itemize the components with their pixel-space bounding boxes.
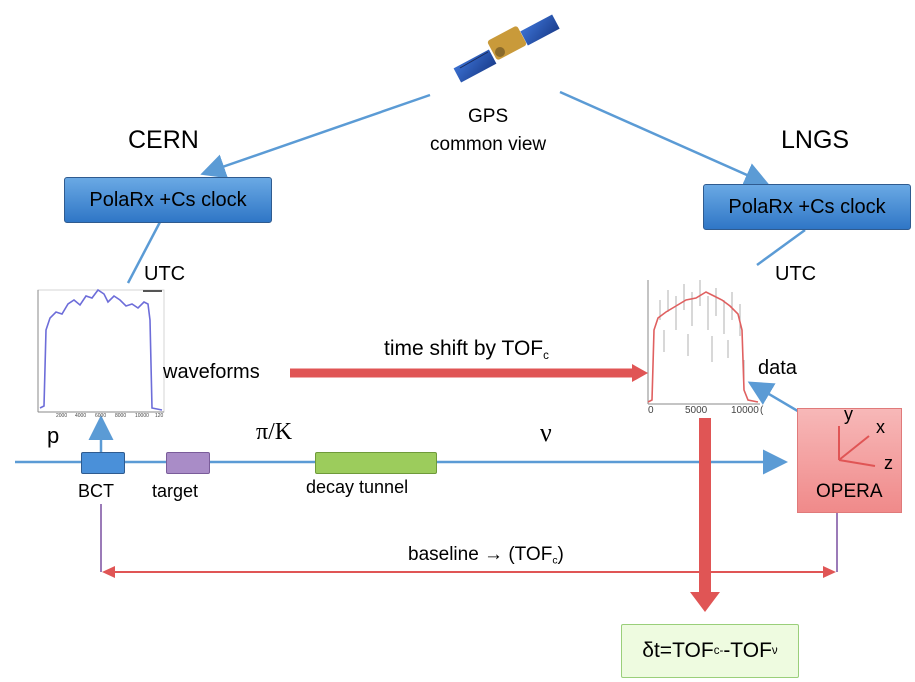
lngs-tick: 10000 (731, 405, 759, 416)
satellite-icon (453, 14, 560, 83)
opera-detector-box (797, 408, 902, 513)
data-label: data (758, 357, 797, 379)
cern-tick: 4000 (75, 413, 87, 419)
gps-common-view-label: common view (430, 134, 547, 155)
baseline-label: baseline → (TOFc) (408, 544, 564, 567)
lngs-tick: ( (760, 405, 764, 416)
gps-to-cern-arrow (200, 93, 431, 179)
lngs-clock-label: PolaRx +Cs clock (728, 195, 886, 218)
cern-clock-utc-line (126, 221, 162, 284)
lngs-clock-box: PolaRx +Cs clock (703, 184, 911, 230)
opera-x-axis-label: x (876, 417, 885, 437)
time-shift-label: time shift by TOFc (384, 337, 549, 363)
target-label: target (152, 481, 199, 501)
cern-tick: 120 (155, 413, 164, 419)
result-arrow-shaft (699, 418, 711, 594)
cern-label: CERN (128, 126, 199, 154)
opera-y-axis-label: y (844, 404, 853, 424)
gps-label: GPS (468, 106, 509, 127)
opera-label: OPERA (816, 481, 883, 502)
cern-tick: 2000 (56, 413, 68, 419)
cern-waveform-plot (37, 288, 165, 413)
cern-tick: 6000 (95, 413, 107, 419)
lngs-tick: 0 (648, 405, 654, 416)
target-box (166, 452, 210, 474)
decay-tunnel-box (315, 452, 437, 474)
cern-tick: 8000 (115, 413, 127, 419)
gps-to-lngs-arrow (559, 90, 770, 187)
cern-tick: 10000 (135, 413, 149, 419)
waveforms-label: waveforms (163, 361, 260, 383)
lngs-label: LNGS (781, 126, 850, 154)
bct-label: BCT (78, 481, 114, 501)
cern-clock-label: PolaRx +Cs clock (89, 188, 247, 211)
bct-box (81, 452, 125, 474)
lngs-data-plot (647, 280, 760, 405)
cern-utc-label: UTC (144, 263, 186, 285)
neutrino-label: ν (540, 418, 552, 447)
opera-axes-icon (838, 426, 876, 467)
lngs-utc-label: UTC (775, 263, 817, 285)
proton-label: p (47, 423, 60, 448)
pion-kaon-label: π/K (256, 419, 293, 445)
opera-z-axis-label: z (884, 453, 893, 473)
lngs-clock-utc-line (756, 228, 806, 267)
result-arrow-head (690, 592, 720, 612)
time-shift-arrow-head (632, 364, 648, 382)
lngs-tick: 5000 (685, 405, 708, 416)
cern-clock-box: PolaRx +Cs clock (64, 177, 272, 223)
decay-tunnel-label: decay tunnel (306, 477, 409, 497)
